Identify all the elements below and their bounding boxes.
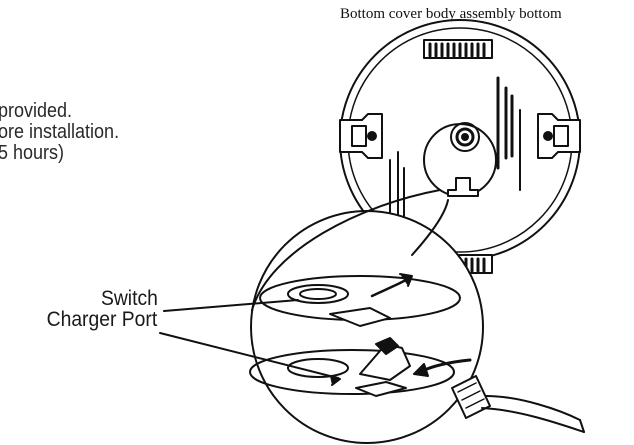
instruction-text-line-1: provided. bbox=[0, 100, 73, 122]
charger-leader-line bbox=[159, 332, 339, 379]
instruction-text-line-2: ore installation. bbox=[0, 121, 120, 143]
switch-label: Switch bbox=[101, 287, 158, 310]
switch-leader-line bbox=[163, 299, 299, 312]
magnified-detail bbox=[249, 189, 484, 444]
instruction-text-line-3: 5 hours) bbox=[0, 142, 65, 164]
left-latch bbox=[339, 113, 383, 159]
centre-boss bbox=[423, 122, 497, 197]
top-clip bbox=[423, 39, 493, 59]
charger-cable bbox=[451, 375, 585, 433]
charger-port-label: Charger Port bbox=[46, 308, 157, 331]
diagram-caption: Bottom cover body assembly bottom bbox=[340, 6, 562, 22]
right-latch bbox=[537, 113, 581, 159]
